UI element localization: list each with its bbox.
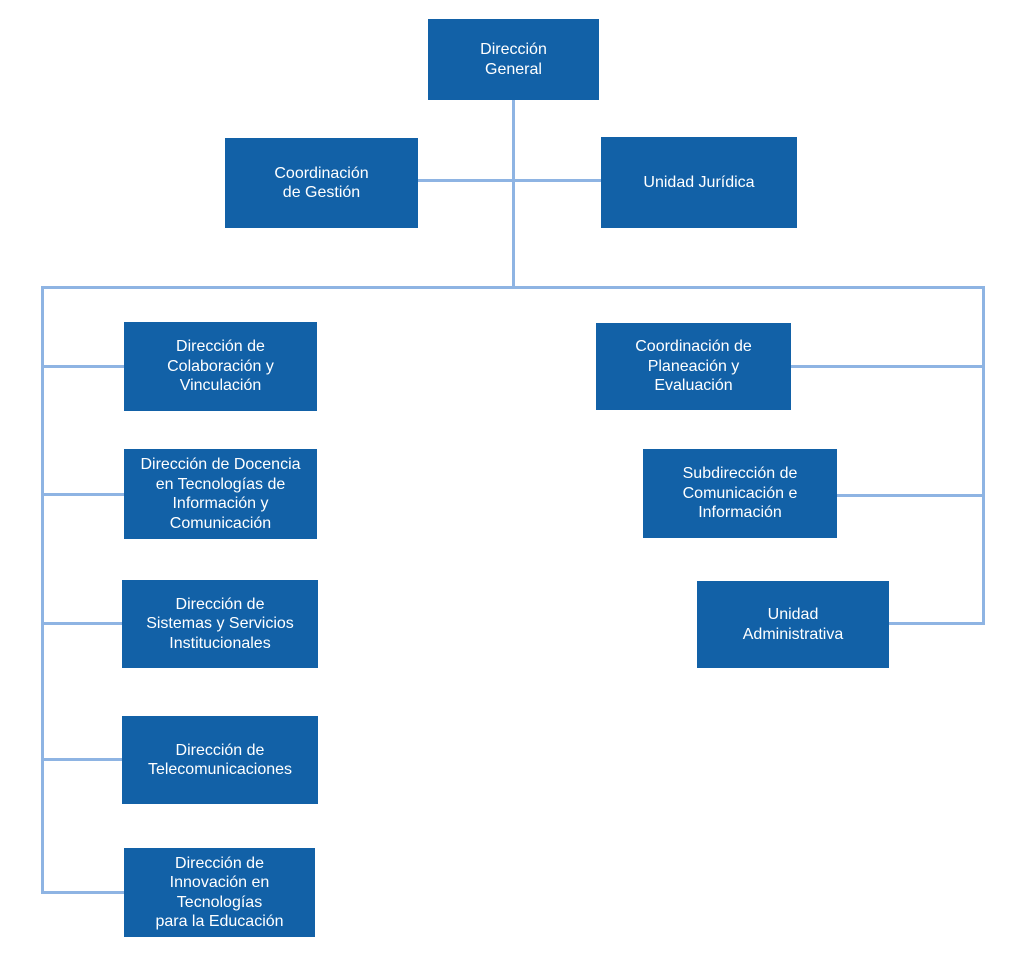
node-innovacion-educacion: Dirección de Innovación en Tecnologías p… [124, 848, 315, 937]
connector-root-stem [512, 100, 515, 288]
node-docencia-tic: Dirección de Docencia en Tecnologías de … [124, 449, 317, 539]
connector-left-2 [41, 493, 124, 496]
connector-right-rail [982, 286, 985, 625]
connector-main-horizontal [41, 286, 985, 289]
node-subdireccion-comunicacion: Subdirección de Comunicación e Informaci… [643, 449, 837, 538]
node-direccion-general: Dirección General [428, 19, 599, 100]
node-colaboracion-vinculacion: Dirección de Colaboración y Vinculación [124, 322, 317, 411]
node-unidad-administrativa: Unidad Administrativa [697, 581, 889, 668]
connector-left-3 [41, 622, 124, 625]
connector-right-1 [791, 365, 982, 368]
connector-left-4 [41, 758, 124, 761]
node-unidad-juridica: Unidad Jurídica [601, 137, 797, 228]
node-planeacion-evaluacion: Coordinación de Planeación y Evaluación [596, 323, 791, 410]
node-telecomunicaciones: Dirección de Telecomunicaciones [122, 716, 318, 804]
node-coordinacion-gestion: Coordinación de Gestión [225, 138, 418, 228]
connector-right-3 [889, 622, 982, 625]
connector-left-1 [41, 365, 124, 368]
connector-right-2 [837, 494, 982, 497]
node-sistemas-servicios: Dirección de Sistemas y Servicios Instit… [122, 580, 318, 668]
connector-left-5 [41, 891, 124, 894]
connector-left-rail [41, 286, 44, 894]
connector-level2-horizontal [418, 179, 601, 182]
